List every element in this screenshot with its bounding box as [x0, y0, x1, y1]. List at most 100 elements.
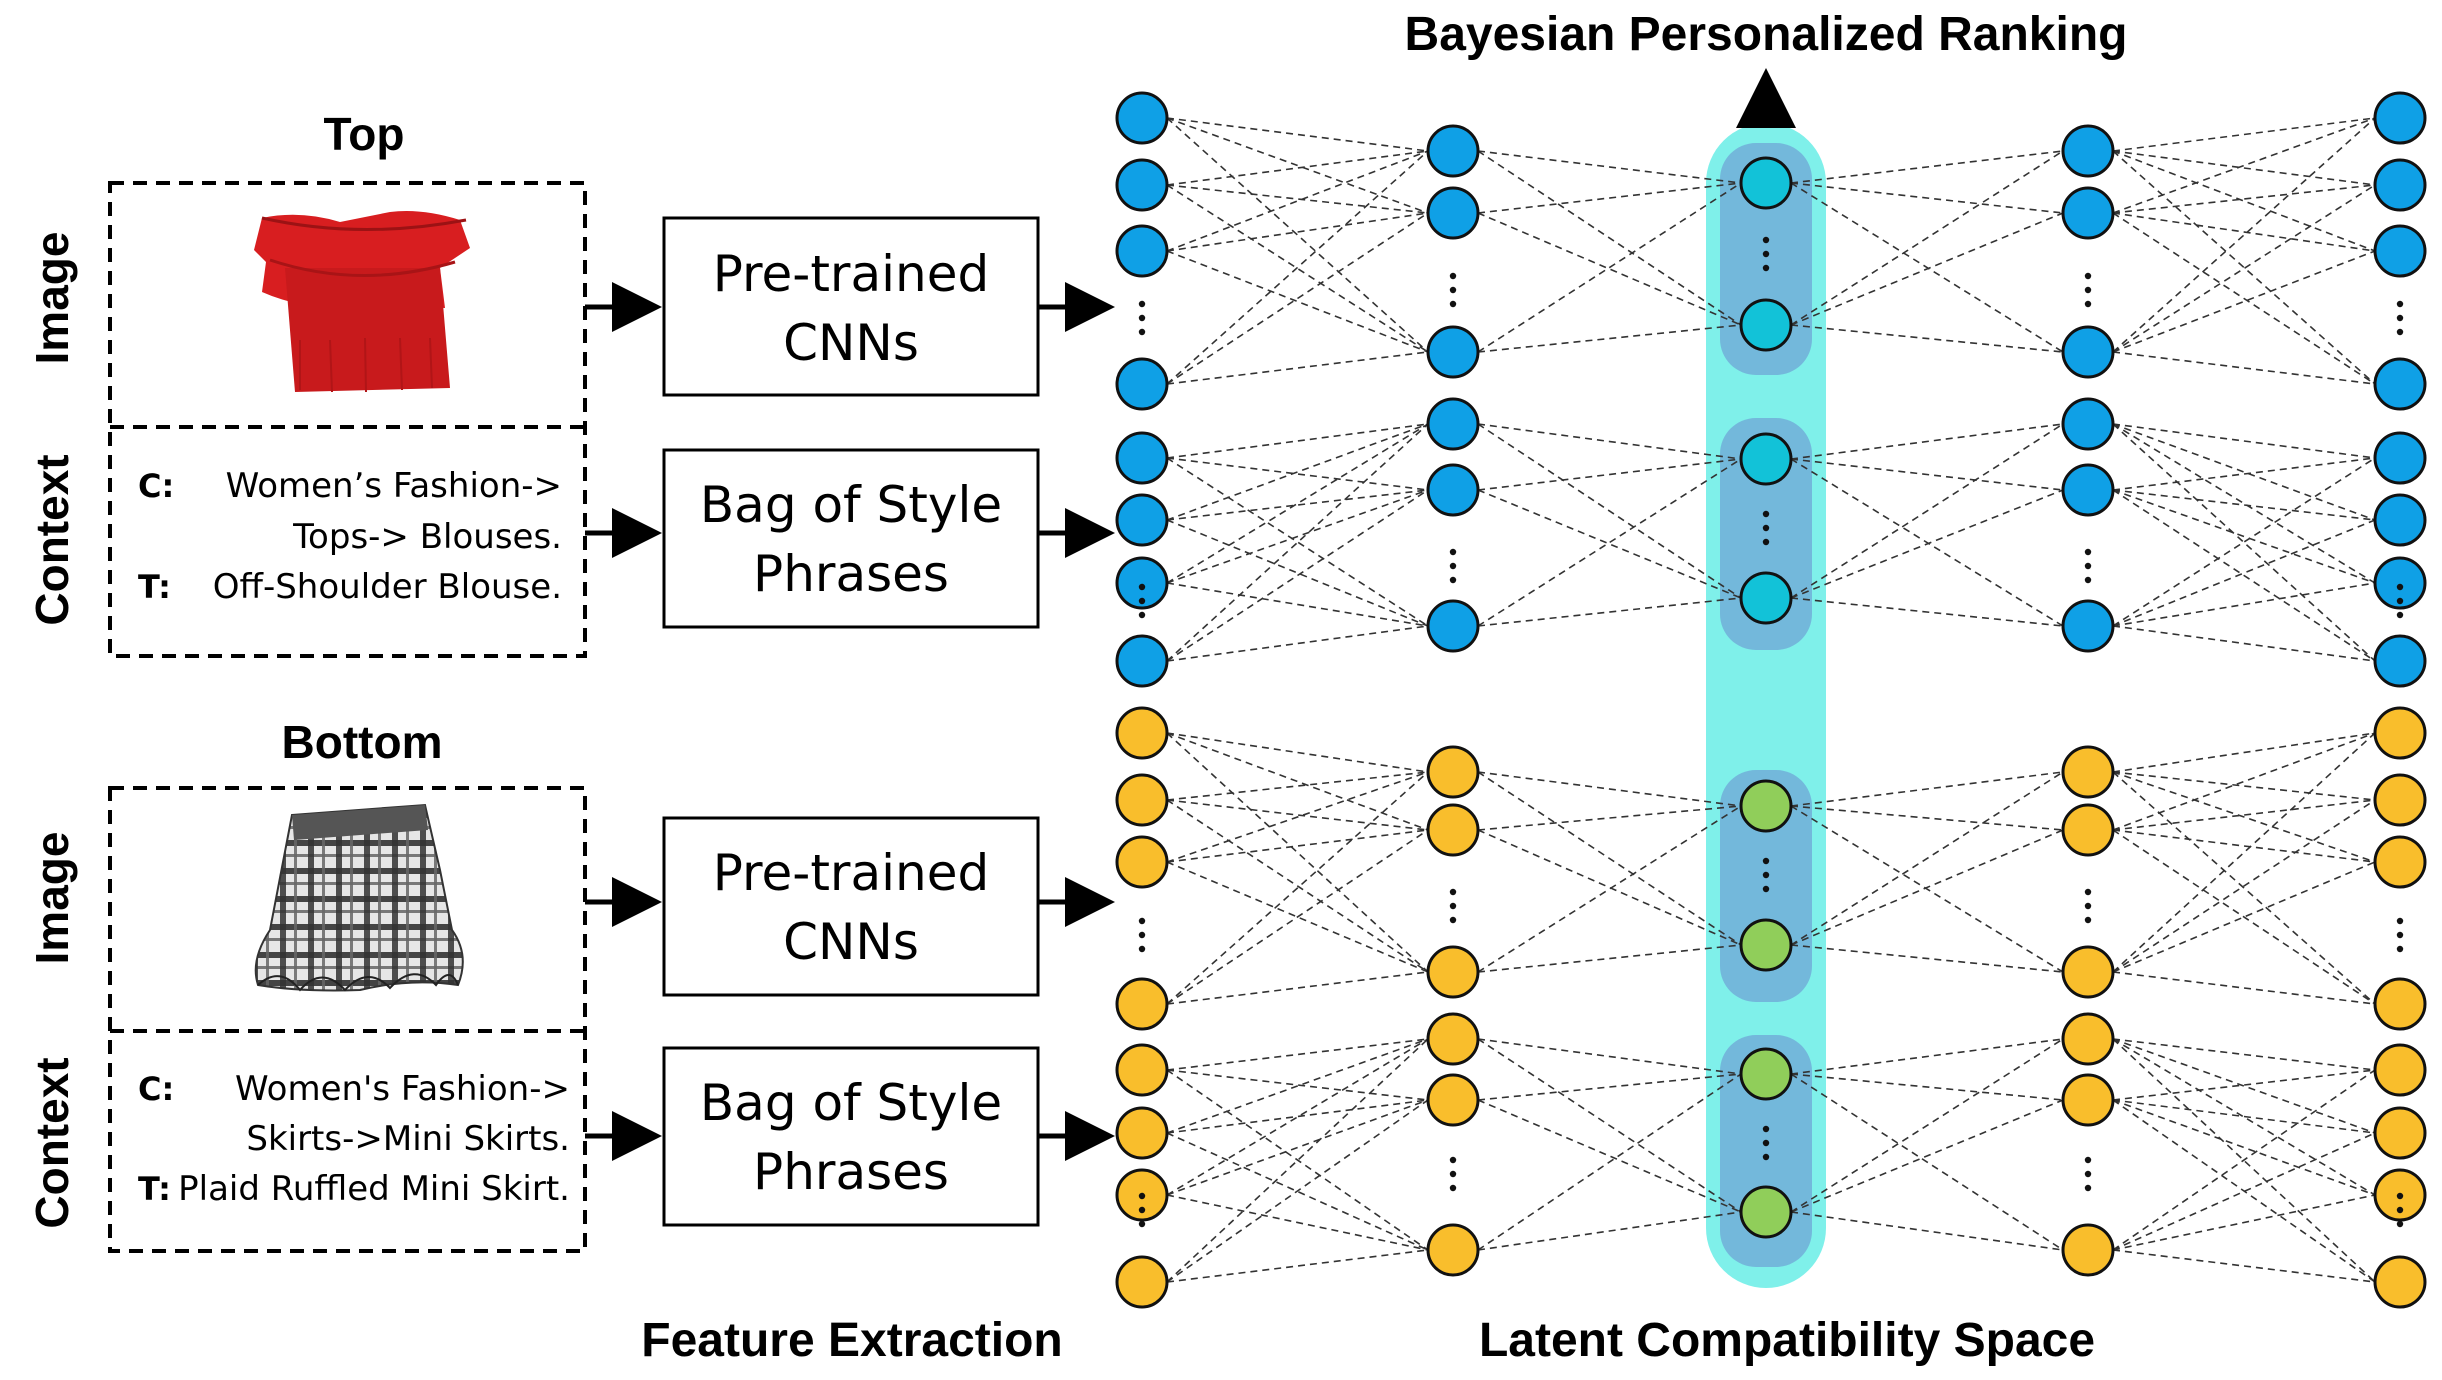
- input-node: [2373, 158, 2427, 212]
- input-node: [2373, 706, 2427, 760]
- top-bag-line2: Phrases: [753, 545, 949, 603]
- hidden-node: [2061, 397, 2115, 451]
- network-edge: [1790, 458, 2064, 491]
- network-edge: [1166, 150, 1429, 186]
- input-node: [1115, 773, 1169, 827]
- network-edge: [1477, 1099, 1742, 1213]
- bottom-title: Bottom: [282, 716, 443, 768]
- bottom-image-label: Image: [26, 832, 78, 965]
- network-edge: [1790, 150, 2064, 326]
- hidden-node: [2061, 803, 2115, 857]
- hidden-node: [2061, 1012, 2115, 1066]
- input-node: [1115, 634, 1169, 688]
- ellipsis-dots: [2084, 888, 2092, 924]
- bottom-context-label: Context: [26, 1057, 78, 1228]
- network-edge: [1790, 150, 2064, 184]
- ellipsis-dots: [1449, 272, 1457, 308]
- latent-node: [1739, 918, 1793, 972]
- ellipsis-dots: [2396, 300, 2404, 336]
- network-edge: [1166, 423, 1429, 459]
- bottom-context-c-line1: Women's Fashion->: [235, 1069, 570, 1109]
- hidden-node: [2061, 325, 2115, 379]
- input-node: [2373, 431, 2427, 485]
- top-context-label: Context: [26, 454, 78, 625]
- ellipsis-dots: [2084, 272, 2092, 308]
- network-edge: [1477, 423, 1742, 460]
- network-edge: [2112, 1099, 2376, 1134]
- network-edge: [1166, 771, 1429, 801]
- network-edge: [1166, 829, 1429, 1005]
- network-edge: [1477, 150, 1742, 184]
- top-cnn-line2: CNNs: [783, 314, 919, 372]
- network-edge: [1790, 1211, 2064, 1251]
- blouse-image: [254, 211, 470, 393]
- ellipsis-dots: [1762, 1125, 1770, 1161]
- network-edge: [1166, 771, 1429, 863]
- network-edge: [2112, 732, 2376, 973]
- ellipsis-dots: [2084, 1156, 2092, 1192]
- network-edge: [1166, 184, 1429, 214]
- network-edge: [1477, 1211, 1742, 1251]
- network-edge: [1166, 732, 1429, 973]
- latent-space-header: Latent Compatibility Space: [1479, 1314, 2095, 1367]
- hidden-node: [1426, 186, 1480, 240]
- input-node: [2373, 977, 2427, 1031]
- network-edge: [2112, 971, 2376, 1005]
- top-title: Top: [324, 108, 405, 160]
- network-edge: [1790, 212, 2064, 326]
- network-edge: [1166, 732, 1429, 831]
- network-edge: [2112, 423, 2376, 459]
- network-edge: [2112, 117, 2376, 353]
- network-edge: [2112, 1249, 2376, 1283]
- latent-node: [1739, 432, 1793, 486]
- bottom-cnn-box: [662, 816, 1040, 997]
- network-edge: [1166, 150, 1429, 252]
- hidden-node: [2061, 599, 2115, 653]
- network-edge: [2112, 582, 2376, 627]
- network-edge: [1166, 971, 1429, 1005]
- latent-node: [1739, 298, 1793, 352]
- hidden-node: [2061, 1223, 2115, 1277]
- network-edge: [1790, 1038, 2064, 1075]
- network-edge: [2112, 771, 2376, 801]
- bottom-bag-box: [662, 1046, 1040, 1227]
- network-edge: [1166, 489, 1429, 662]
- network-edge: [2112, 117, 2376, 214]
- bottom-cnn-line1: Pre-trained: [713, 844, 989, 902]
- input-node: [1115, 1043, 1169, 1097]
- network-edge: [2112, 457, 2376, 491]
- input-node: [2373, 1043, 2427, 1097]
- ellipsis-dots: [2396, 917, 2404, 953]
- network-edge: [1790, 771, 2064, 946]
- flow-arrows: [585, 282, 1115, 1161]
- network-edge: [2112, 771, 2376, 1005]
- network-edge: [1166, 1038, 1429, 1196]
- input-node: [2373, 556, 2427, 610]
- latent-node: [1739, 1185, 1793, 1239]
- hidden-node: [1426, 599, 1480, 653]
- top-bag-line1: Bag of Style: [700, 476, 1002, 534]
- top-cnn-line1: Pre-trained: [713, 245, 989, 303]
- network-edge: [2112, 423, 2376, 662]
- network-edge: [1790, 182, 2064, 214]
- network-edge: [1166, 117, 1429, 152]
- network-edge: [2112, 1099, 2376, 1283]
- input-node: [1115, 1106, 1169, 1160]
- bottom-cnn-line2: CNNs: [783, 913, 919, 971]
- network-edge: [1166, 732, 1429, 773]
- hidden-node: [1426, 397, 1480, 451]
- network-edge: [1790, 1073, 2064, 1251]
- latent-node: [1739, 779, 1793, 833]
- hidden-node: [1426, 124, 1480, 178]
- network-edge: [1477, 489, 1742, 599]
- network-edge: [1166, 1194, 1429, 1251]
- latent-node: [1739, 156, 1793, 210]
- network-edge: [1477, 805, 1742, 831]
- network-edge: [1477, 944, 1742, 973]
- network-edge: [1477, 805, 1742, 973]
- network-edge: [1790, 944, 2064, 973]
- network-edge: [1166, 799, 1429, 831]
- bpr-header: Bayesian Personalized Ranking: [1405, 8, 2128, 61]
- network-edge: [1477, 150, 1742, 326]
- top-bag-box: [662, 448, 1040, 629]
